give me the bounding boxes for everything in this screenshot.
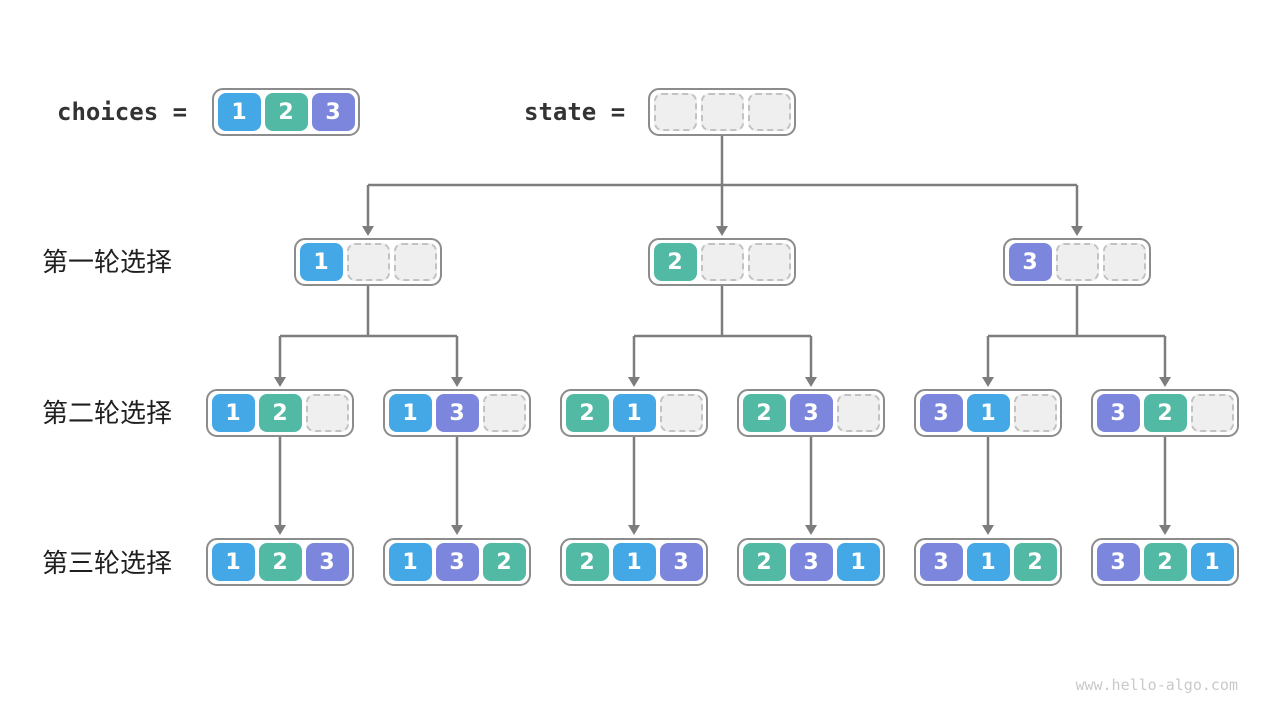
state-round3-box6: 3 2 1 [1091, 538, 1239, 586]
array-cell: 1 [299, 243, 343, 281]
state-round2-box3: 2 1 [560, 389, 708, 437]
array-cell: 1 [211, 543, 255, 581]
round2-label: 第二轮选择 [42, 398, 173, 428]
array-cell [482, 394, 526, 432]
array-cell: 3 [919, 394, 963, 432]
array-cell: 3 [435, 543, 479, 581]
array-cell [1190, 394, 1234, 432]
array-cell [747, 243, 791, 281]
choices-label: choices = [57, 98, 188, 126]
array-cell: 3 [919, 543, 963, 581]
state-round3-box2: 1 3 2 [383, 538, 531, 586]
array-cell [653, 93, 697, 131]
array-cell: 1 [612, 543, 656, 581]
array-cell: 3 [311, 93, 355, 131]
array-cell: 2 [1143, 394, 1187, 432]
array-cell: 2 [1013, 543, 1057, 581]
array-cell: 3 [1008, 243, 1052, 281]
array-cell: 2 [482, 543, 526, 581]
array-cell: 2 [742, 543, 786, 581]
array-cell [700, 93, 744, 131]
array-cell: 2 [258, 543, 302, 581]
array-cell [305, 394, 349, 432]
round1-label: 第一轮选择 [42, 247, 173, 277]
array-cell [1102, 243, 1146, 281]
array-cell: 3 [789, 394, 833, 432]
array-cell: 2 [565, 543, 609, 581]
array-cell: 3 [1096, 543, 1140, 581]
array-cell: 3 [435, 394, 479, 432]
array-cell: 1 [612, 394, 656, 432]
state-round3-box4: 2 3 1 [737, 538, 885, 586]
connector-lines [278, 136, 1167, 527]
state-label: state = [524, 98, 626, 126]
array-cell [747, 93, 791, 131]
watermark: www.hello-algo.com [1075, 676, 1238, 694]
array-cell: 1 [217, 93, 261, 131]
array-cell [700, 243, 744, 281]
array-cell: 2 [1143, 543, 1187, 581]
array-cell: 3 [789, 543, 833, 581]
array-cell: 2 [565, 394, 609, 432]
array-cell: 3 [1096, 394, 1140, 432]
state-round2-box5: 3 1 [914, 389, 1062, 437]
array-cell: 2 [653, 243, 697, 281]
array-cell: 3 [305, 543, 349, 581]
state-round1-box1: 1 [294, 238, 442, 286]
array-cell [836, 394, 880, 432]
array-cell: 2 [258, 394, 302, 432]
array-cell: 3 [659, 543, 703, 581]
array-cell: 1 [388, 543, 432, 581]
arrowheads [274, 226, 1171, 535]
array-cell [393, 243, 437, 281]
array-cell [1055, 243, 1099, 281]
state-round1-box3: 3 [1003, 238, 1151, 286]
state-round2-box1: 1 2 [206, 389, 354, 437]
round3-label: 第三轮选择 [42, 548, 173, 578]
state-round2-box4: 2 3 [737, 389, 885, 437]
state-round3-box1: 1 2 3 [206, 538, 354, 586]
array-cell: 1 [836, 543, 880, 581]
array-cell: 1 [388, 394, 432, 432]
state-array-root [648, 88, 796, 136]
array-cell: 1 [966, 394, 1010, 432]
state-round1-box2: 2 [648, 238, 796, 286]
state-round3-box5: 3 1 2 [914, 538, 1062, 586]
array-cell: 2 [264, 93, 308, 131]
choices-array: 1 2 3 [212, 88, 360, 136]
state-round2-box6: 3 2 [1091, 389, 1239, 437]
array-cell [346, 243, 390, 281]
array-cell: 1 [966, 543, 1010, 581]
array-cell [1013, 394, 1057, 432]
state-round3-box3: 2 1 3 [560, 538, 708, 586]
array-cell [659, 394, 703, 432]
array-cell: 1 [1190, 543, 1234, 581]
state-round2-box2: 1 3 [383, 389, 531, 437]
array-cell: 1 [211, 394, 255, 432]
array-cell: 2 [742, 394, 786, 432]
